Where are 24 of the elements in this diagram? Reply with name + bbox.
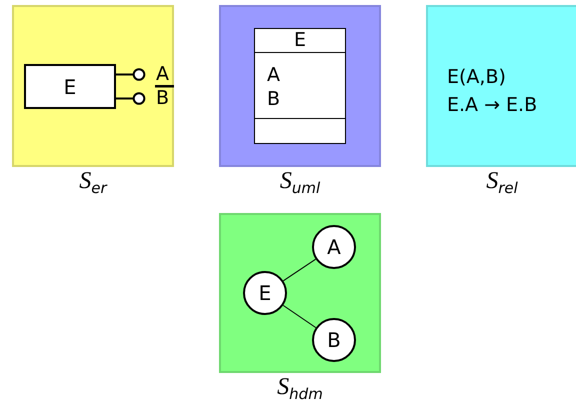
attribute-label: B xyxy=(145,87,174,110)
panel-caption: S$_{uml}$ xyxy=(278,169,322,196)
uml-class-box xyxy=(254,28,346,144)
panel-caption: S$_{rel}$ xyxy=(485,169,519,196)
attribute-connector xyxy=(116,68,146,81)
attribute-connector xyxy=(116,92,146,105)
attribute-label: A xyxy=(145,63,174,86)
uml-panel xyxy=(219,5,381,167)
class-name: E xyxy=(294,29,306,51)
panel-caption: S$_{er}$ xyxy=(78,169,108,196)
panel-caption: S$_{hdm}$ xyxy=(276,375,324,402)
graph-panel xyxy=(219,213,381,373)
relational-panel xyxy=(426,5,576,167)
schema-text: E.A → E.B xyxy=(447,93,538,118)
graph-node-circle: A xyxy=(312,225,356,269)
entity-box: E xyxy=(24,64,116,109)
schema-text: E(A,B) xyxy=(447,65,507,90)
attribute-text: A xyxy=(267,64,280,86)
graph-node-circle: B xyxy=(312,318,356,362)
graph-node-circle: E xyxy=(243,271,287,315)
attribute-text: B xyxy=(267,88,280,110)
connector-line xyxy=(282,258,316,282)
er-panel xyxy=(12,5,174,167)
connector-line xyxy=(282,304,316,328)
